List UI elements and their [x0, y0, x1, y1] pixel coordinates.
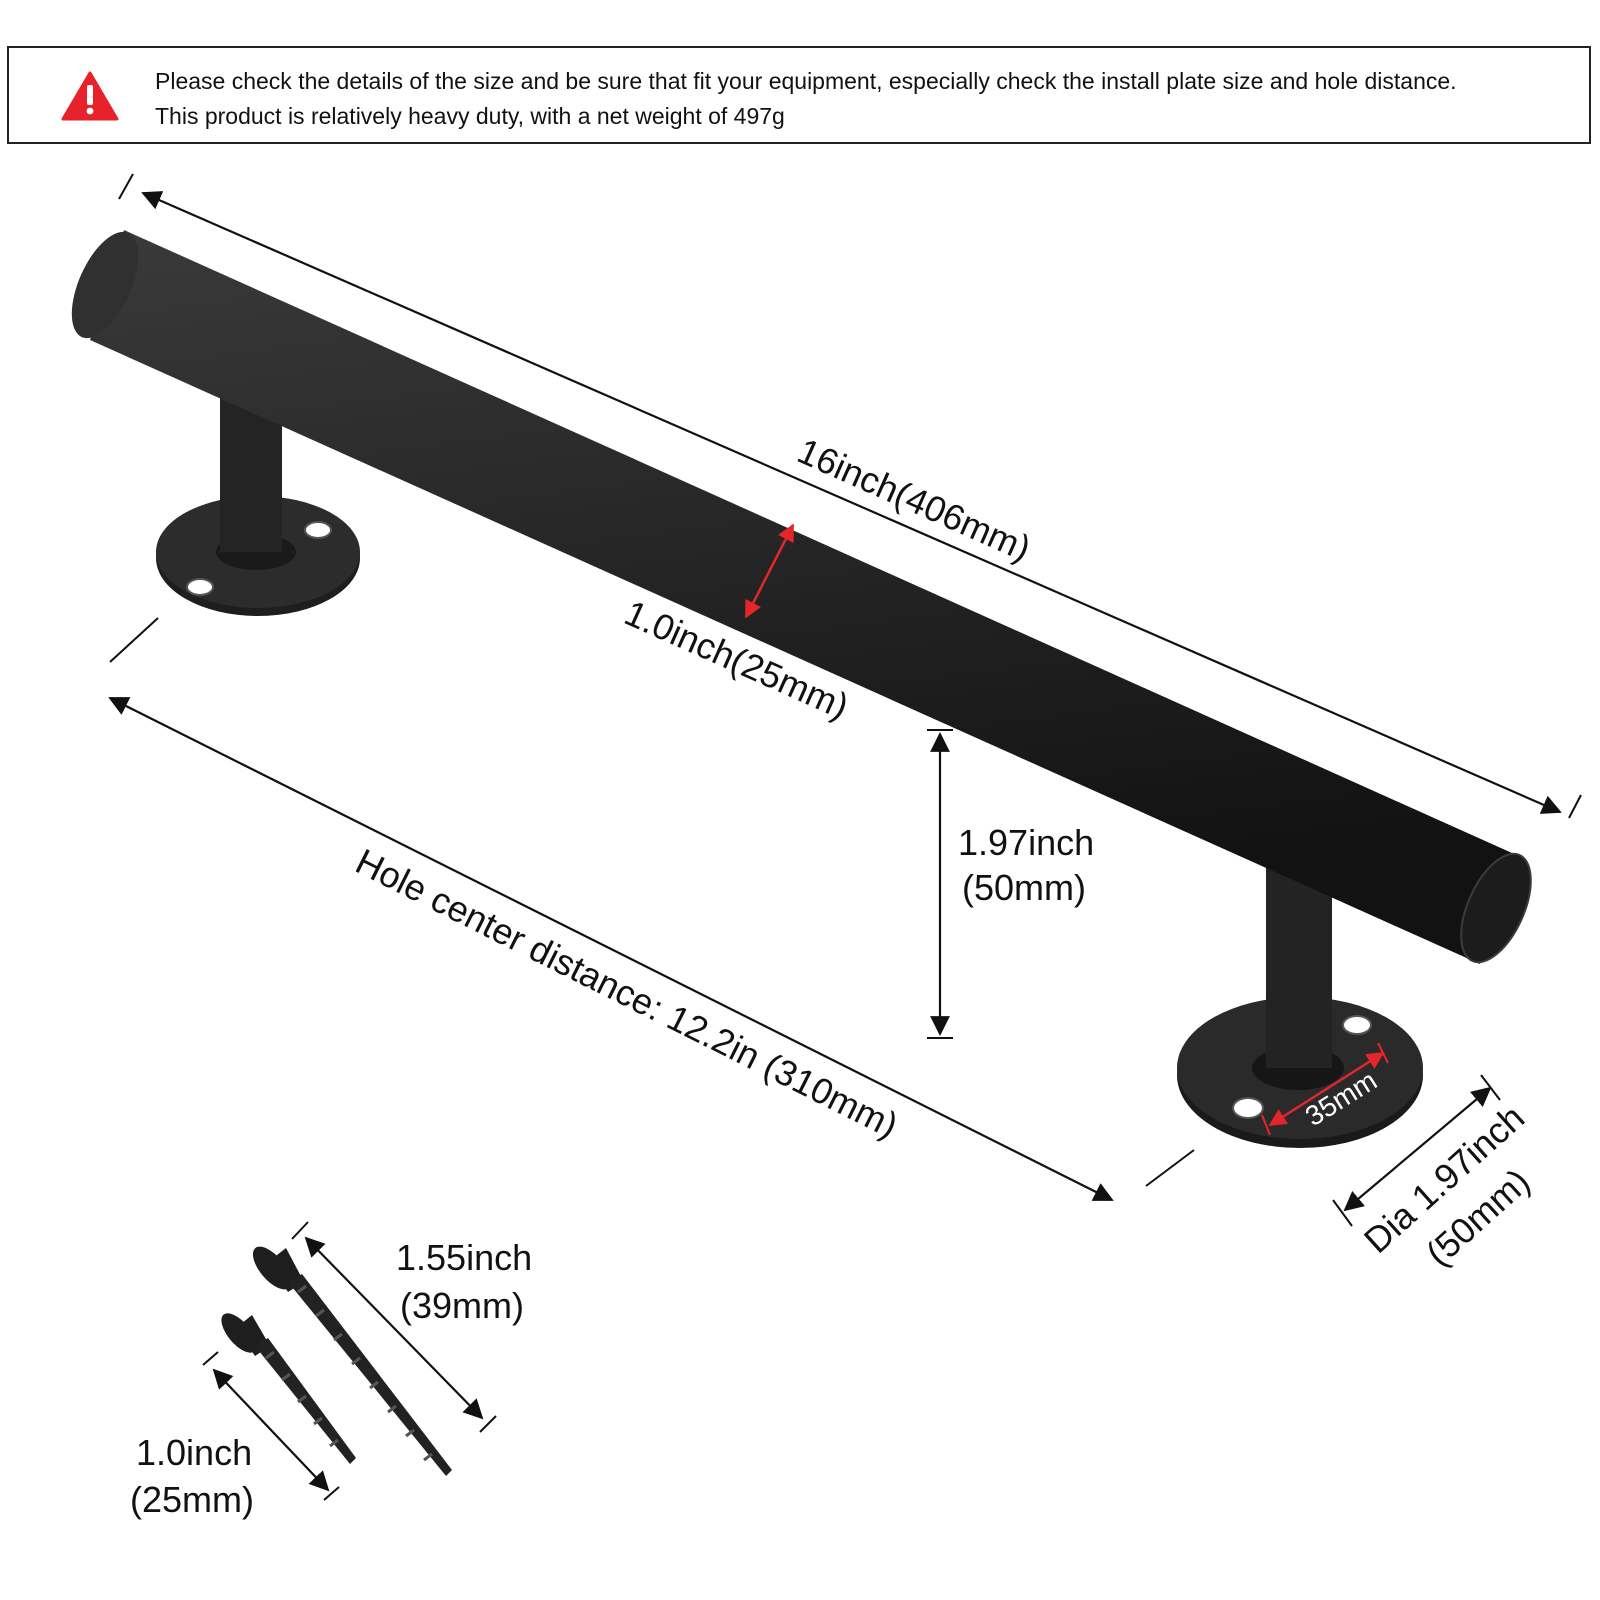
height-mm-label: (50mm) [962, 867, 1086, 908]
hole-distance-line [108, 697, 1114, 1201]
warning-triangle-icon [61, 71, 119, 121]
height-value-label: 1.97inch [958, 822, 1094, 863]
notice-line-2: This product is relatively heavy duty, w… [155, 103, 785, 129]
right-plate-hole-1 [1342, 1015, 1372, 1035]
bar-end-cap [1460, 852, 1532, 964]
long-screw-value-label: 1.55inch [396, 1237, 532, 1278]
long-screw-dimension-line [304, 1236, 484, 1420]
notice-line-1: Please check the details of the size and… [155, 68, 1457, 94]
short-screw-value-label: 1.0inch [136, 1432, 252, 1473]
right-plate-hole-2 [1232, 1097, 1264, 1119]
short-screw-mm-label: (25mm) [130, 1479, 254, 1520]
notice-box: Please check the details of the size and… [7, 46, 1591, 144]
hole-tick-left [109, 617, 159, 663]
length-tick-right [1568, 794, 1582, 819]
post-width-marker [1268, 1051, 1385, 1127]
long-screw-mm-label: (39mm) [400, 1285, 524, 1326]
hole-distance-label: Hole center distance: 12.2in (310mm) [349, 840, 904, 1145]
left-plate-hole-1 [304, 521, 332, 539]
hole-tick-right [1145, 1149, 1195, 1187]
left-plate-hole-2 [186, 578, 214, 596]
length-tick-left [118, 173, 134, 200]
right-post [1266, 860, 1332, 1068]
diameter-marker [744, 523, 795, 619]
length-dimension-line [141, 191, 1562, 814]
short-screw-dimension-line [212, 1368, 330, 1492]
plate-diameter-line [1343, 1086, 1492, 1212]
